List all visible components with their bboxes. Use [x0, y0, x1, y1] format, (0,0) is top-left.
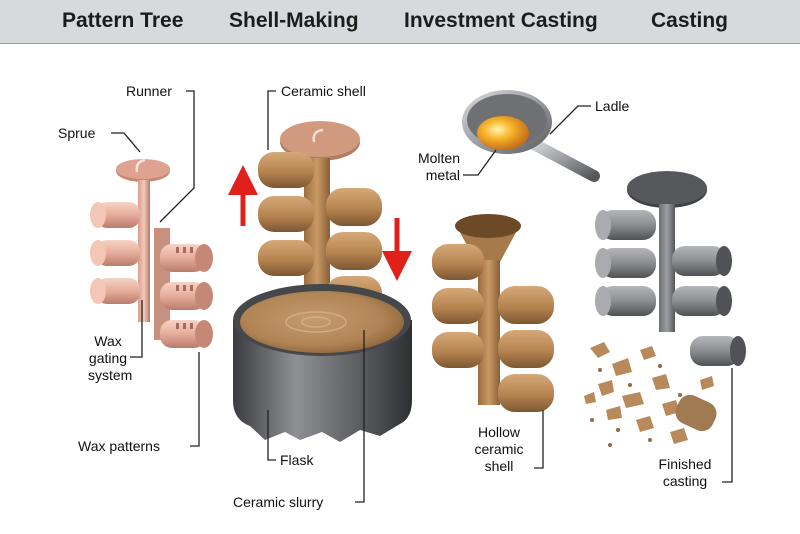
broken-shell-fragments	[584, 342, 717, 447]
flask	[233, 284, 412, 442]
ladle	[462, 90, 600, 182]
finished-metal-casting	[595, 171, 746, 366]
stage-title-casting: Casting	[651, 9, 729, 32]
header-bar: Pattern Tree Shell-Making Investment Cas…	[0, 0, 800, 44]
wax-pattern-tree	[90, 158, 213, 348]
ceramic-shell-tree	[258, 121, 382, 314]
stage-title-shell-making: Shell-Making	[229, 9, 359, 32]
wax-patterns-left	[90, 202, 140, 304]
molten-metal	[477, 116, 529, 150]
label-ceramic-shell: Ceramic shell	[281, 83, 366, 99]
casting-leaders	[722, 368, 733, 483]
stage-title-pattern-tree: Pattern Tree	[62, 9, 184, 32]
wax-patterns-right	[160, 244, 213, 348]
label-flask: Flask	[280, 452, 314, 468]
label-ceramic-slurry: Ceramic slurry	[233, 494, 324, 510]
pattern-tree-leaders	[111, 90, 200, 447]
ceramic-slurry	[240, 291, 404, 353]
label-molten-metal: Molten metal	[417, 150, 460, 183]
investment-leaders	[463, 105, 591, 469]
label-hollow-ceramic-shell: Hollow ceramic shell	[474, 424, 524, 474]
label-sprue: Sprue	[58, 125, 96, 141]
label-runner: Runner	[126, 83, 172, 99]
label-wax-gating-system: Wax gating system	[88, 333, 133, 383]
dip-arrows	[228, 165, 412, 281]
stage-title-investment-casting: Investment Casting	[404, 9, 598, 32]
label-wax-patterns: Wax patterns	[78, 438, 160, 454]
label-ladle: Ladle	[595, 98, 630, 114]
hollow-ceramic-shell	[432, 214, 554, 412]
shell-making-leaders	[267, 90, 365, 503]
label-finished-casting: Finished casting	[658, 456, 712, 489]
